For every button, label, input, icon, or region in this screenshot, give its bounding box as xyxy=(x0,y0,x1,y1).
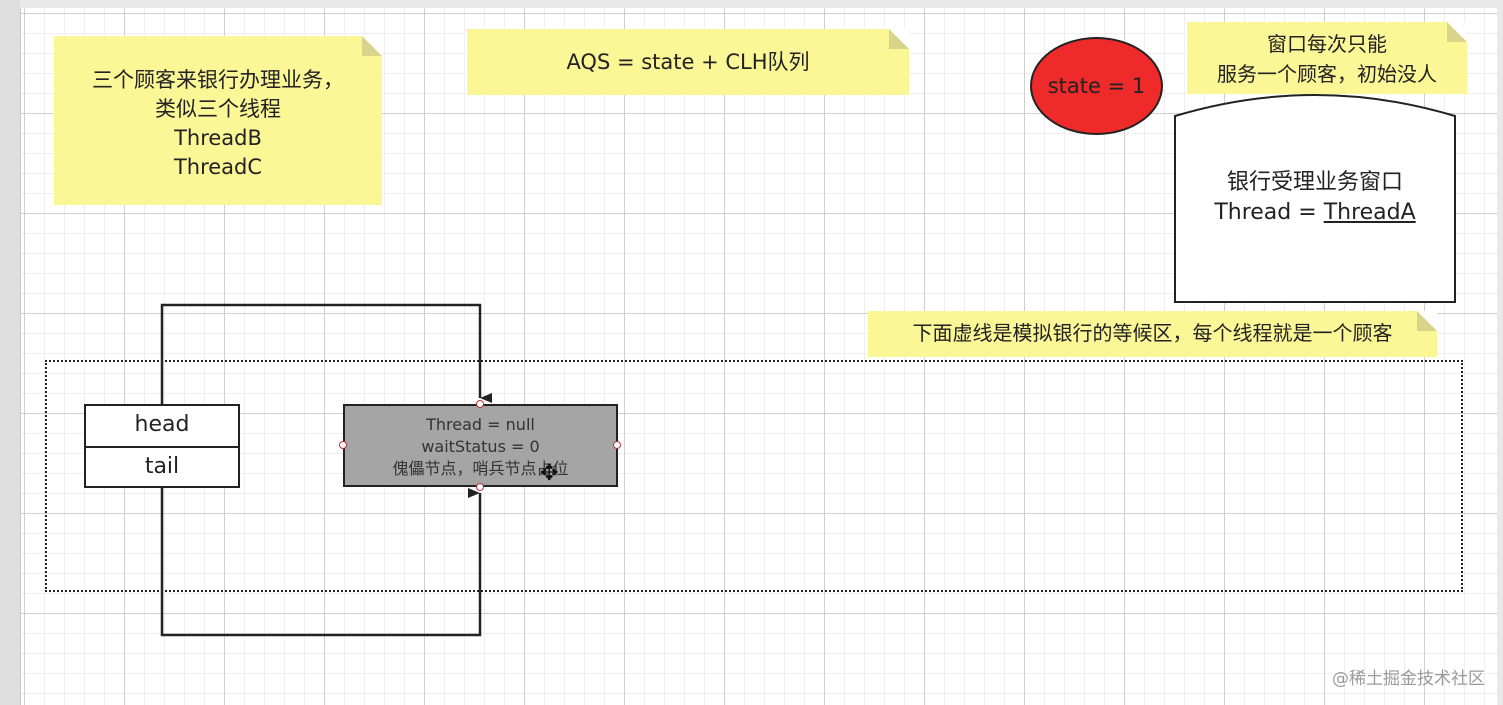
customers-note-line-1: 三个顾客来银行办理业务， xyxy=(92,68,344,92)
customers-note-line-3: ThreadB xyxy=(174,126,262,150)
bank-window-shape[interactable] xyxy=(1172,92,1458,305)
bank-window-thread-value: ThreadA xyxy=(1323,200,1416,225)
sentinel-node[interactable]: Thread = null waitStatus = 0 傀儡节点，哨兵节点占位 xyxy=(343,404,618,487)
state-label: state = 1 xyxy=(1047,74,1146,98)
tail-field[interactable]: tail xyxy=(84,446,240,488)
window-rule-line-2: 服务一个顾客，初始没人 xyxy=(1217,62,1437,86)
left-scroll-strip xyxy=(0,0,20,705)
state-ellipse[interactable]: state = 1 xyxy=(1030,37,1163,135)
watermark: @稀土掘金技术社区 xyxy=(1332,669,1485,689)
tail-label: tail xyxy=(144,454,180,479)
head-label: head xyxy=(134,412,190,437)
aqs-formula-text: AQS = state + CLH队列 xyxy=(566,50,810,74)
sentinel-handle-right[interactable] xyxy=(613,441,621,449)
sentinel-handle-left[interactable] xyxy=(339,441,347,449)
sentinel-handle-top[interactable] xyxy=(476,400,484,408)
bank-window-thread-prefix: Thread = xyxy=(1214,200,1324,225)
waiting-zone-note-text: 下面虚线是模拟银行的等候区，每个线程就是一个顾客 xyxy=(912,321,1393,345)
sentinel-thread: Thread = null xyxy=(426,415,535,434)
waiting-zone xyxy=(45,360,1463,592)
sentinel-wait-status: waitStatus = 0 xyxy=(421,437,540,456)
bank-window-text: 银行受理业务窗口 Thread = ThreadA xyxy=(1176,168,1454,228)
move-cursor-icon: ✥ xyxy=(540,461,559,486)
aqs-formula-note[interactable]: AQS = state + CLH队列 xyxy=(467,29,909,95)
tail-pointer-arrow xyxy=(160,487,482,637)
bank-window-thread-line: Thread = ThreadA xyxy=(1176,198,1454,228)
waiting-zone-note[interactable]: 下面虚线是模拟银行的等候区，每个线程就是一个顾客 xyxy=(868,311,1437,357)
window-rule-note[interactable]: 窗口每次只能 服务一个顾客，初始没人 xyxy=(1187,22,1467,94)
customers-note[interactable]: 三个顾客来银行办理业务， 类似三个线程 ThreadB ThreadC xyxy=(54,36,382,205)
head-field[interactable]: head xyxy=(84,404,240,448)
bank-window-title: 银行受理业务窗口 xyxy=(1226,170,1403,195)
customers-note-line-4: ThreadC xyxy=(173,155,263,179)
window-rule-line-1: 窗口每次只能 xyxy=(1267,32,1387,56)
head-pointer-arrow xyxy=(160,303,492,404)
customers-note-line-2: 类似三个线程 xyxy=(155,97,281,121)
sentinel-description: 傀儡节点，哨兵节点占位 xyxy=(392,459,569,478)
sentinel-handle-bottom[interactable] xyxy=(476,483,484,491)
